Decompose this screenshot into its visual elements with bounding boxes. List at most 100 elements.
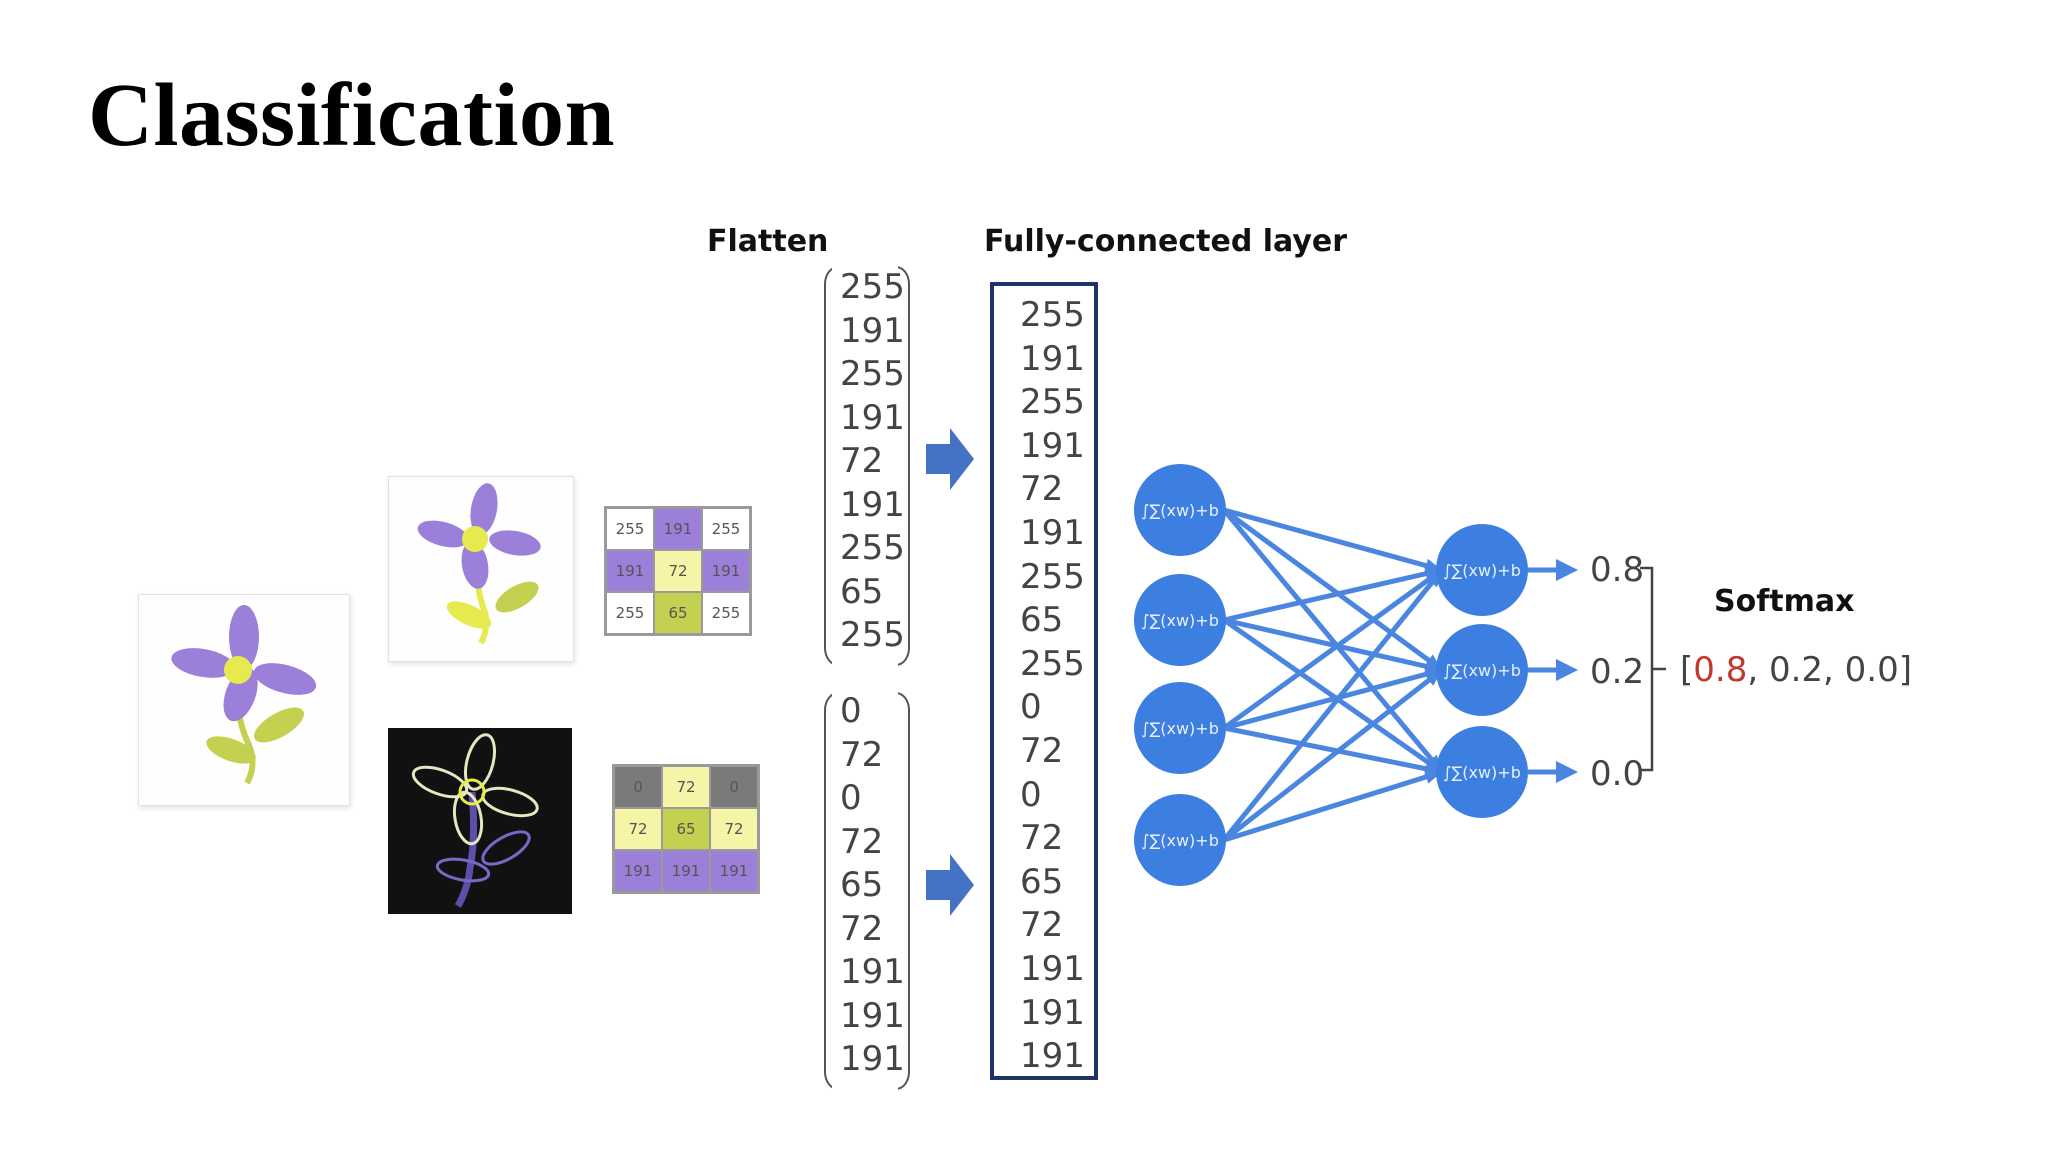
connection-line bbox=[1223, 617, 1443, 673]
matrix-cell: 191 bbox=[606, 550, 654, 592]
neuron-formula: ∫∑(xw)+b bbox=[1443, 661, 1521, 680]
network-connections bbox=[1222, 507, 1444, 843]
input-flower-image bbox=[138, 594, 350, 806]
vector-value: 191 bbox=[840, 1039, 905, 1079]
vector-value: 255 bbox=[840, 615, 905, 655]
neuron-formula: ∫∑(xw)+b bbox=[1443, 763, 1521, 782]
fc-value: 255 bbox=[1020, 643, 1085, 684]
hidden-neuron: ∫∑(xw)+b bbox=[1134, 464, 1226, 556]
matrix-cell: 191 bbox=[614, 850, 662, 892]
fc-value: 65 bbox=[1020, 861, 1064, 902]
fc-value: 191 bbox=[1020, 1036, 1085, 1077]
fc-value: 72 bbox=[1020, 730, 1064, 771]
vector-value: 255 bbox=[840, 267, 905, 307]
connection-line bbox=[1223, 567, 1443, 623]
vector-value: 65 bbox=[840, 571, 884, 612]
fc-value: 72 bbox=[1020, 818, 1064, 859]
matrix-cell: 0 bbox=[614, 766, 662, 808]
vector-value: 65 bbox=[840, 865, 884, 905]
connection-line bbox=[1222, 507, 1444, 673]
connection-line bbox=[1223, 769, 1443, 843]
fc-value: 255 bbox=[1020, 382, 1085, 423]
neuron-formula: ∫∑(xw)+b bbox=[1141, 831, 1219, 850]
vector-value: 255 bbox=[840, 528, 905, 568]
fc-layer-label: Fully-connected layer bbox=[984, 224, 1348, 259]
connection-line bbox=[1222, 508, 1444, 774]
fc-value: 191 bbox=[1020, 512, 1085, 553]
vector-value: 191 bbox=[840, 952, 905, 992]
output-value-1: 0.8 bbox=[1590, 550, 1645, 590]
fc-value: 72 bbox=[1020, 905, 1064, 946]
softmax-label: Softmax bbox=[1714, 584, 1855, 619]
connection-line bbox=[1222, 567, 1444, 731]
fc-value: 191 bbox=[1020, 425, 1085, 466]
neural-network: ∫∑(xw)+b ∫∑(xw)+b ∫∑(xw)+b ∫∑(xw)+b ∫∑(xw)+b… bbox=[1134, 464, 1578, 886]
softmax-vector: [0.8, 0.2, 0.0] bbox=[1680, 650, 1913, 690]
arrow-right-icon bbox=[926, 854, 974, 916]
matrix-cell: 72 bbox=[710, 808, 758, 850]
vector-value: 72 bbox=[840, 908, 884, 949]
output-neuron: ∫∑(xw)+b bbox=[1436, 726, 1528, 818]
hidden-neuron: ∫∑(xw)+b bbox=[1134, 574, 1226, 666]
arrow-right-icon bbox=[1556, 761, 1578, 783]
neuron-formula: ∫∑(xw)+b bbox=[1141, 719, 1219, 738]
slide-title: Classification bbox=[88, 66, 616, 165]
vector-value: 191 bbox=[840, 310, 905, 351]
output-value-3: 0.0 bbox=[1590, 754, 1645, 794]
connection-line bbox=[1222, 668, 1444, 842]
fc-value: 65 bbox=[1020, 600, 1064, 641]
fc-value: 72 bbox=[1020, 469, 1064, 510]
hidden-neuron: ∫∑(xw)+b bbox=[1134, 682, 1226, 774]
flower-edge-illustration bbox=[411, 733, 539, 908]
neuron-formula: ∫∑(xw)+b bbox=[1141, 501, 1219, 520]
neuron-formula: ∫∑(xw)+b bbox=[1443, 561, 1521, 580]
softmax-value-1: 0.8 bbox=[1693, 650, 1748, 690]
fc-value: 255 bbox=[1020, 295, 1085, 335]
output-value-2: 0.2 bbox=[1590, 652, 1645, 692]
softmax-value-2: 0.2 bbox=[1768, 650, 1824, 690]
output-neuron: ∫∑(xw)+b bbox=[1436, 624, 1528, 716]
vector-value: 0 bbox=[840, 691, 862, 731]
connection-line bbox=[1223, 725, 1443, 775]
connection-line bbox=[1223, 667, 1443, 731]
matrix-cell: 255 bbox=[702, 508, 750, 550]
connection-line bbox=[1222, 617, 1444, 775]
connection-line bbox=[1223, 507, 1443, 573]
neuron-formula: ∫∑(xw)+b bbox=[1141, 611, 1219, 630]
output-bracket bbox=[1640, 566, 1666, 772]
matrix-cell: 191 bbox=[654, 508, 702, 550]
vector-value: 72 bbox=[840, 734, 884, 775]
arrow-right-icon bbox=[926, 428, 974, 490]
fc-value: 255 bbox=[1020, 556, 1085, 597]
matrix-cell: 255 bbox=[606, 508, 654, 550]
arrow-right-icon bbox=[1556, 659, 1578, 681]
matrix-cell: 0 bbox=[710, 766, 758, 808]
vector-value: 191 bbox=[840, 484, 905, 525]
vector-value: 255 bbox=[840, 354, 905, 394]
fc-value: 191 bbox=[1020, 338, 1085, 379]
matrix-cell: 255 bbox=[702, 592, 750, 634]
matrix-cell: 255 bbox=[606, 592, 654, 634]
vector-value: 72 bbox=[840, 441, 884, 481]
vector-value: 0 bbox=[840, 778, 862, 818]
matrix-cell: 191 bbox=[710, 850, 758, 892]
vector-value: 191 bbox=[840, 397, 905, 438]
fc-value: 0 bbox=[1020, 774, 1042, 815]
flower-color-illustration bbox=[417, 483, 541, 645]
matrix-cell: 191 bbox=[702, 550, 750, 592]
fc-value: 191 bbox=[1020, 992, 1085, 1033]
output-neuron: ∫∑(xw)+b bbox=[1436, 524, 1528, 616]
flatten-label: Flatten bbox=[707, 224, 829, 259]
matrix-cell: 72 bbox=[614, 808, 662, 850]
flower-illustration bbox=[171, 605, 317, 785]
flower-edge-image bbox=[388, 728, 572, 914]
flower-color-image bbox=[388, 476, 574, 662]
arrow-right-icon bbox=[1556, 559, 1578, 581]
fc-value: 191 bbox=[1020, 948, 1085, 989]
softmax-value-3: 0.0 bbox=[1844, 650, 1899, 690]
